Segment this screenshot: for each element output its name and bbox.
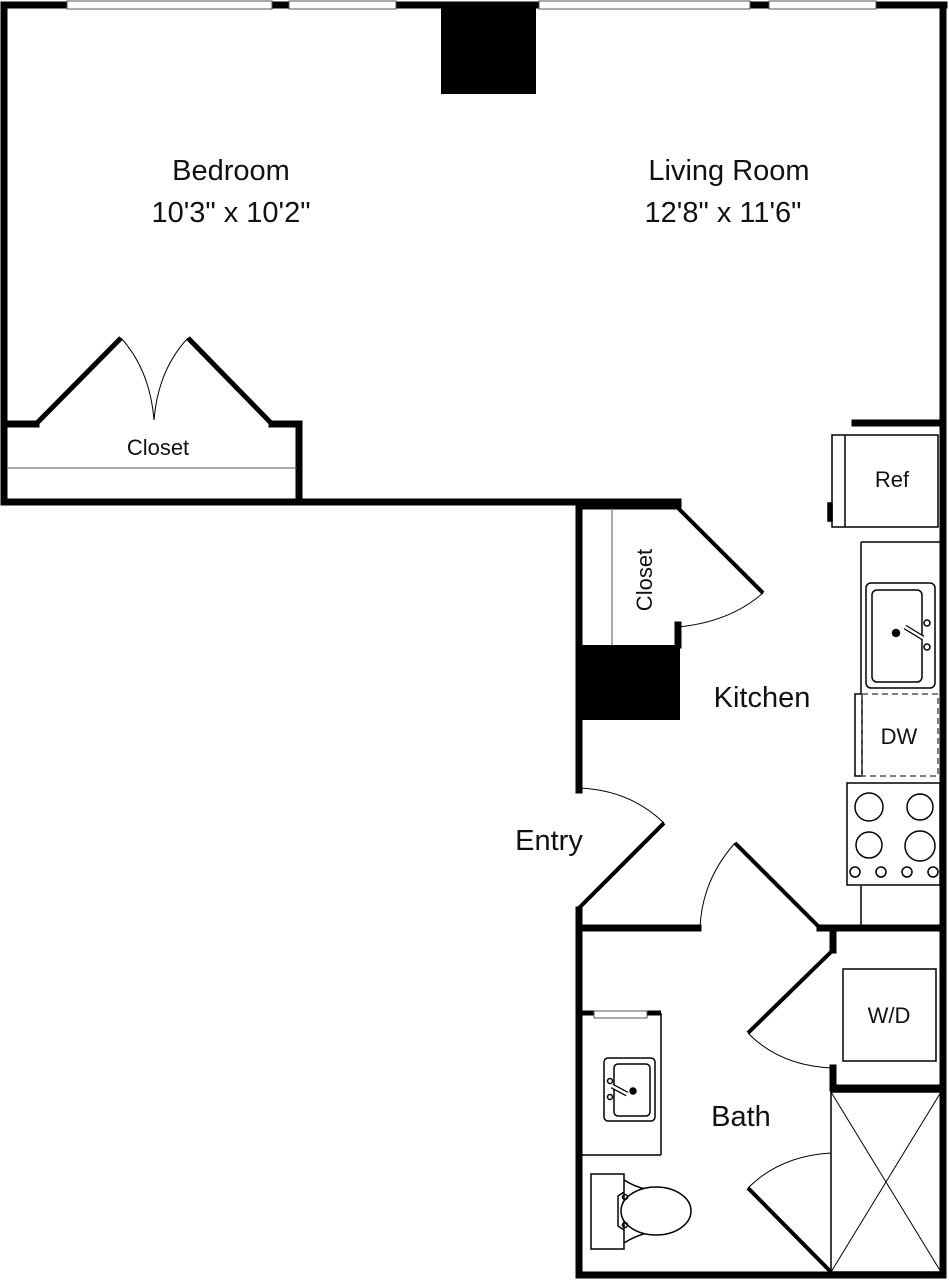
kitchen-label: Kitchen — [714, 682, 811, 714]
column-kitchen — [579, 645, 680, 720]
bedroom-closet-label: Closet — [127, 435, 189, 460]
washer-dryer — [842, 968, 937, 1062]
bath-vanity — [581, 1010, 662, 1156]
dishwasher-label: DW — [881, 724, 918, 749]
bedroom-closet-doors — [120, 337, 189, 421]
entry-label: Entry — [515, 825, 583, 857]
bedroom-closet-walls — [34, 336, 274, 426]
refrigerator — [827, 434, 939, 528]
living-room-dimensions: 12'8" x 11'6" — [645, 197, 802, 229]
bath-label: Bath — [711, 1101, 771, 1133]
bedroom-dimensions: 10'3" x 10'2" — [151, 197, 310, 229]
laundry-door — [746, 948, 835, 1069]
range — [846, 782, 941, 886]
windows — [66, 0, 877, 10]
shower — [746, 1091, 942, 1274]
kitchen-sink — [865, 582, 936, 689]
bedroom-label: Bedroom — [172, 155, 290, 187]
dishwasher — [854, 693, 939, 777]
entry-door — [577, 787, 666, 910]
entry-closet-label: Closet — [632, 549, 657, 611]
living-room-label: Living Room — [648, 155, 809, 187]
entry-closet-door — [676, 506, 765, 628]
column-top — [441, 5, 536, 94]
toilet — [590, 1173, 692, 1250]
washer-dryer-label: W/D — [868, 1003, 911, 1028]
refrigerator-label: Ref — [875, 467, 910, 492]
bath-door — [699, 841, 822, 930]
kitchen-counter — [860, 541, 940, 925]
